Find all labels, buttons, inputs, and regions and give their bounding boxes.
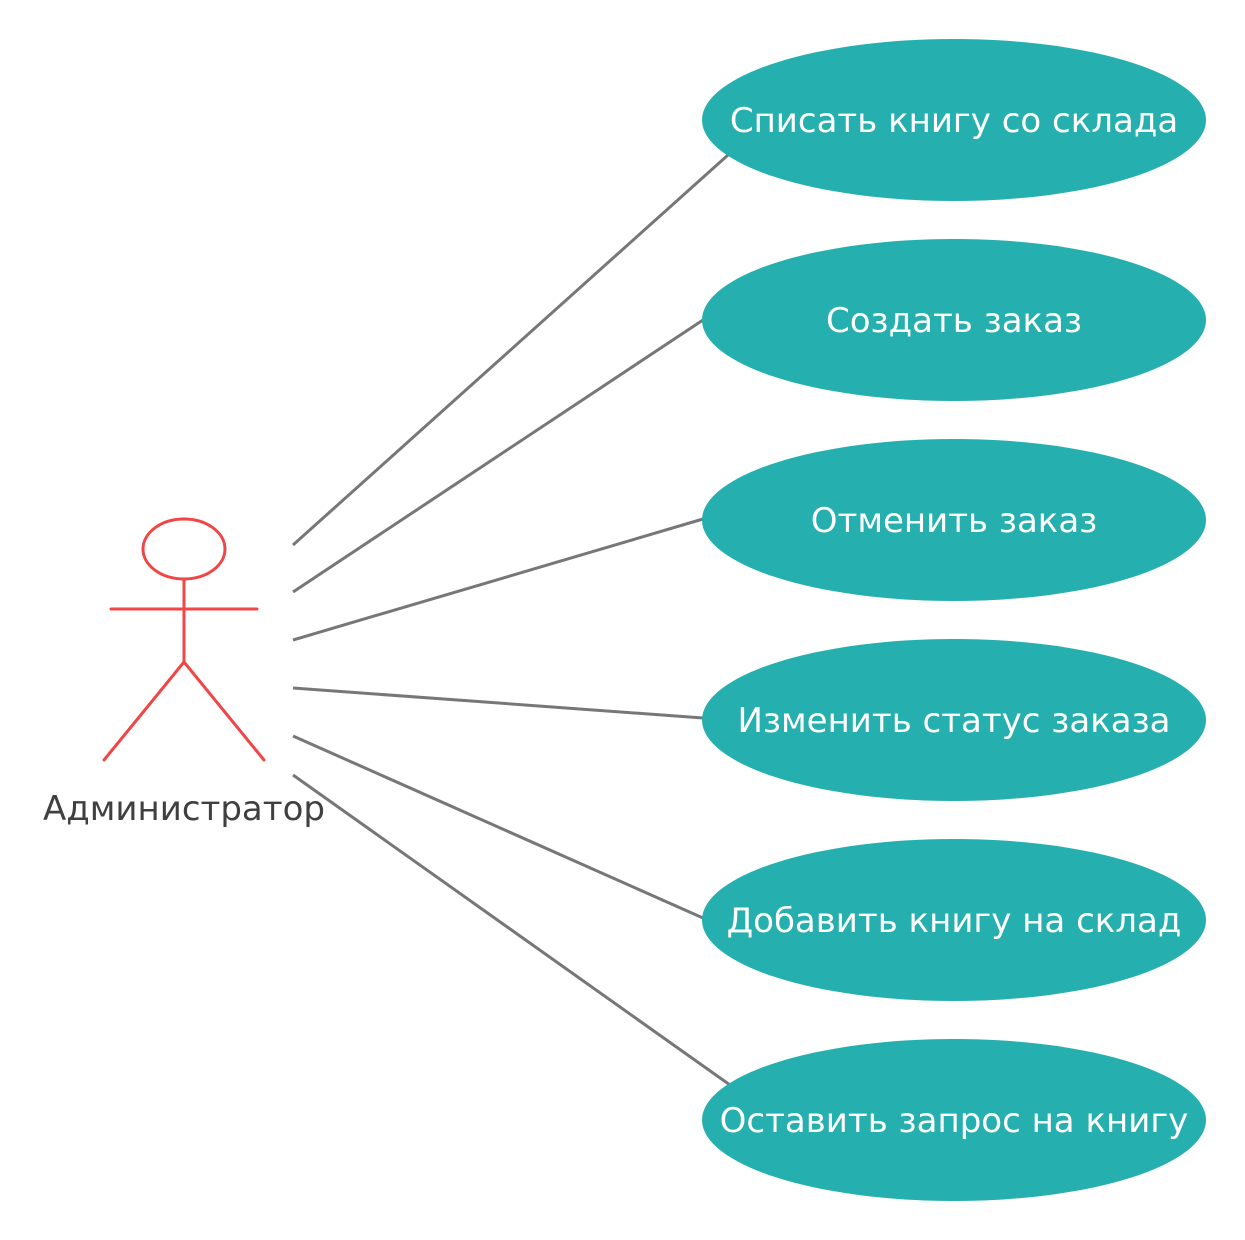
- use-case-label: Списать книгу со склада: [730, 101, 1178, 141]
- use-case-cancel-order[interactable]: Отменить заказ: [702, 439, 1206, 601]
- use-case-ellipse: [702, 839, 1206, 1001]
- stick-figure-actor-icon: [102, 517, 266, 762]
- connector-line: [292, 686, 704, 720]
- use-case-ellipse: [702, 1039, 1206, 1201]
- use-case-label: Создать заказ: [826, 301, 1082, 341]
- actor-left-leg: [102, 660, 186, 762]
- actor-head: [141, 517, 227, 581]
- use-case-list: Списать книгу со склада Создать заказ От…: [702, 39, 1206, 1201]
- actor-right-leg: [182, 660, 266, 762]
- connector-line: [292, 773, 731, 1087]
- use-case-label: Изменить статус заказа: [737, 701, 1170, 741]
- connector-line: [291, 153, 730, 547]
- use-case-change-order-status[interactable]: Изменить статус заказа: [702, 639, 1206, 801]
- use-case-ellipse: [702, 639, 1206, 801]
- use-case-label: Оставить запрос на книгу: [720, 1101, 1189, 1141]
- use-case-ellipse: [702, 239, 1206, 401]
- connector-line: [292, 318, 704, 594]
- actor-label: Администратор: [43, 789, 325, 829]
- actor-administrator[interactable]: Администратор: [43, 517, 325, 829]
- use-case-create-order[interactable]: Создать заказ: [702, 239, 1206, 401]
- connectors: [291, 153, 731, 1087]
- use-case-write-off-book[interactable]: Списать книгу со склада: [702, 39, 1206, 201]
- use-case-add-book[interactable]: Добавить книгу на склад: [702, 839, 1206, 1001]
- use-case-label: Добавить книгу на склад: [727, 901, 1182, 941]
- use-case-ellipse: [702, 439, 1206, 601]
- connector-line: [292, 734, 704, 920]
- use-case-ellipse: [702, 39, 1206, 201]
- connector-line: [292, 517, 704, 642]
- use-case-book-request[interactable]: Оставить запрос на книгу: [702, 1039, 1206, 1201]
- use-case-label: Отменить заказ: [811, 501, 1097, 541]
